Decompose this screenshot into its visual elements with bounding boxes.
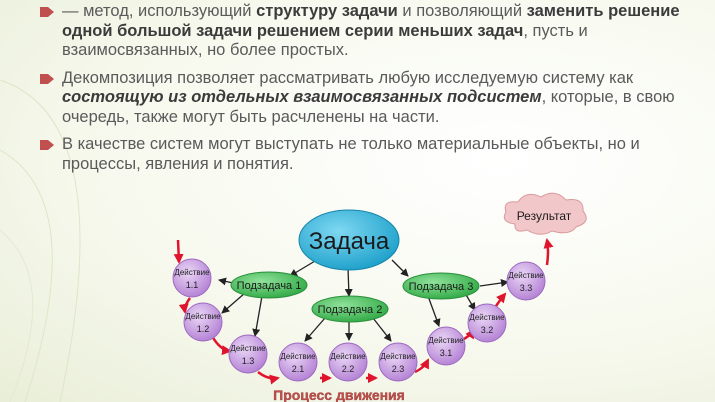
arrow-sub2-to-action-2-3	[372, 317, 392, 342]
arrow-task-to-subtask-3	[391, 259, 409, 277]
action-number: 3.2	[481, 325, 494, 335]
subtask-1-label: Подзадача 1	[237, 280, 302, 292]
bullet-1-text: — метод, использующий структуру задачи и…	[62, 2, 680, 59]
process-arrow	[257, 371, 280, 385]
result-label: Результат	[517, 209, 572, 223]
svg-text:Действие: Действие	[469, 313, 505, 322]
action-node: Действие 2.3	[378, 342, 418, 382]
action-node: Действие 3.1	[426, 326, 466, 366]
action-number: 1.1	[186, 280, 199, 290]
action-node: Действие 1.1	[172, 258, 212, 298]
action-node: Действие 1.2	[183, 302, 223, 342]
task-node: Задача	[298, 209, 400, 271]
subtask-2-label: Подзадача 2	[318, 304, 383, 316]
connector-arrows	[218, 257, 509, 342]
process-label: Процесс движения	[273, 387, 405, 402]
arrow-bullet-icon	[40, 7, 54, 17]
bullet-3: В качестве систем могут выступать не тол…	[40, 135, 710, 174]
svg-text:Действие: Действие	[330, 352, 366, 361]
process-arrow	[494, 292, 507, 307]
bullet-1: — метод, использующий структуру задачи и…	[40, 2, 710, 61]
arrow-sub3-to-action-3-3	[479, 279, 509, 287]
arrow-sub1-to-action-1-2	[221, 292, 246, 314]
arrow-bullet-icon	[40, 140, 54, 150]
action-number: 2.1	[292, 364, 305, 374]
svg-text:Действие: Действие	[380, 352, 416, 361]
svg-text:Действие: Действие	[280, 352, 316, 361]
action-node: Действие 3.3	[506, 261, 546, 301]
action-number: 1.2	[197, 324, 210, 334]
task-ellipse	[298, 209, 400, 271]
action-number: 2.2	[342, 364, 355, 374]
subtask-2-node: Подзадача 2	[311, 295, 389, 323]
subtask-3-label: Подзадача 3	[409, 281, 474, 293]
task-label: Задача	[309, 228, 390, 255]
process-arrow	[178, 297, 192, 314]
process-arrow	[210, 335, 232, 356]
action-number: 3.3	[520, 283, 533, 293]
svg-text:Действие: Действие	[428, 336, 464, 345]
svg-text:Действие: Действие	[230, 344, 266, 353]
arrow-sub2-to-action-2-1	[304, 317, 326, 342]
bullet-list: — метод, использующий структуру задачи и…	[40, 2, 710, 182]
action-number: 1.3	[242, 356, 255, 366]
arrow-sub1-to-action-1-3	[252, 295, 263, 337]
action-number: 3.1	[440, 348, 453, 358]
process-arrow	[414, 358, 430, 374]
process-arrow-start	[173, 239, 184, 264]
result-node: Результат	[503, 192, 587, 235]
arrow-sub3-to-action-3-1	[427, 295, 441, 327]
action-number: 2.3	[392, 364, 405, 374]
action-node: Действие 3.2	[467, 303, 507, 343]
process-arrow-end	[543, 238, 554, 266]
svg-text:Действие: Действие	[185, 312, 221, 321]
subtask-1-node: Подзадача 1	[230, 271, 308, 299]
action-node: Действие 2.2	[328, 342, 368, 382]
svg-text:Действие: Действие	[508, 271, 544, 280]
subtask-3-node: Подзадача 3	[402, 272, 480, 300]
bullet-3-text: В качестве систем могут выступать не тол…	[62, 135, 640, 173]
arrow-task-to-subtask-2	[344, 267, 353, 297]
svg-text:Действие: Действие	[174, 268, 210, 277]
action-node: Действие 1.3	[228, 334, 268, 374]
bullet-2: Декомпозиция позволяет рассматривать люб…	[40, 69, 710, 128]
action-node: Действие 2.1	[278, 342, 318, 382]
bullet-2-text: Декомпозиция позволяет рассматривать люб…	[62, 68, 675, 126]
result-cloud	[503, 192, 587, 235]
arrow-bullet-icon	[40, 73, 54, 84]
